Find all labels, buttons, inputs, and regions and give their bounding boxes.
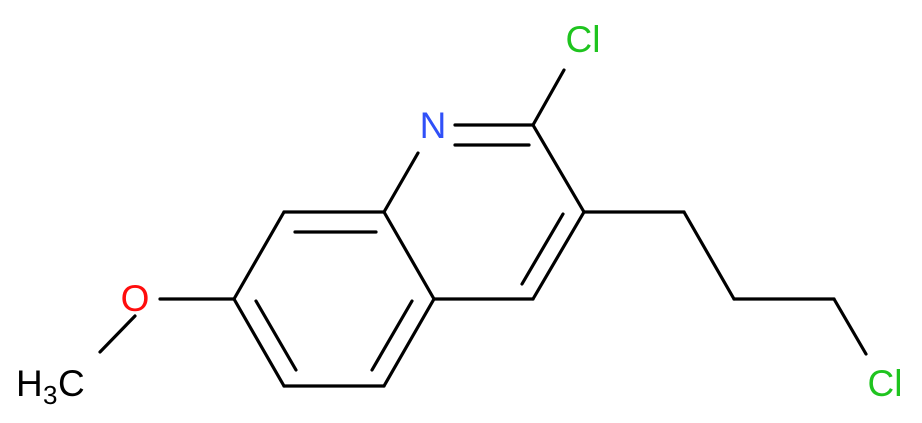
chlorine-label-top: Cl xyxy=(566,19,601,60)
methyl-c-label: C xyxy=(58,363,85,404)
bonds xyxy=(98,68,868,388)
bond-c3-c4 xyxy=(531,210,586,301)
oxygen-label: O xyxy=(121,278,150,319)
bond-c3-c4-inner xyxy=(520,212,565,286)
bond-c5-c4a-inner xyxy=(370,299,414,372)
methyl-subscript: 3 xyxy=(43,380,57,410)
bond-c7-c6 xyxy=(232,297,286,388)
bond-c5-c4a xyxy=(382,297,436,388)
methyl-h-label: H xyxy=(16,363,43,404)
bond-c2-c3 xyxy=(531,123,586,214)
bond-c8-c7 xyxy=(232,210,286,301)
bond-c8a-n xyxy=(382,151,420,214)
bond-ca-cb xyxy=(682,210,736,301)
atom-labels: Cl N O H 3 C Cl xyxy=(16,19,902,410)
bond-c4a-c8a xyxy=(382,210,436,301)
bond-cc-cl xyxy=(832,297,868,356)
bond-c7-c6-inner xyxy=(254,299,298,372)
chlorine-label-right: Cl xyxy=(868,363,903,404)
bond-o-ch3 xyxy=(98,314,137,354)
bond-c2-cl xyxy=(531,68,566,127)
nitrogen-label: N xyxy=(420,105,447,146)
